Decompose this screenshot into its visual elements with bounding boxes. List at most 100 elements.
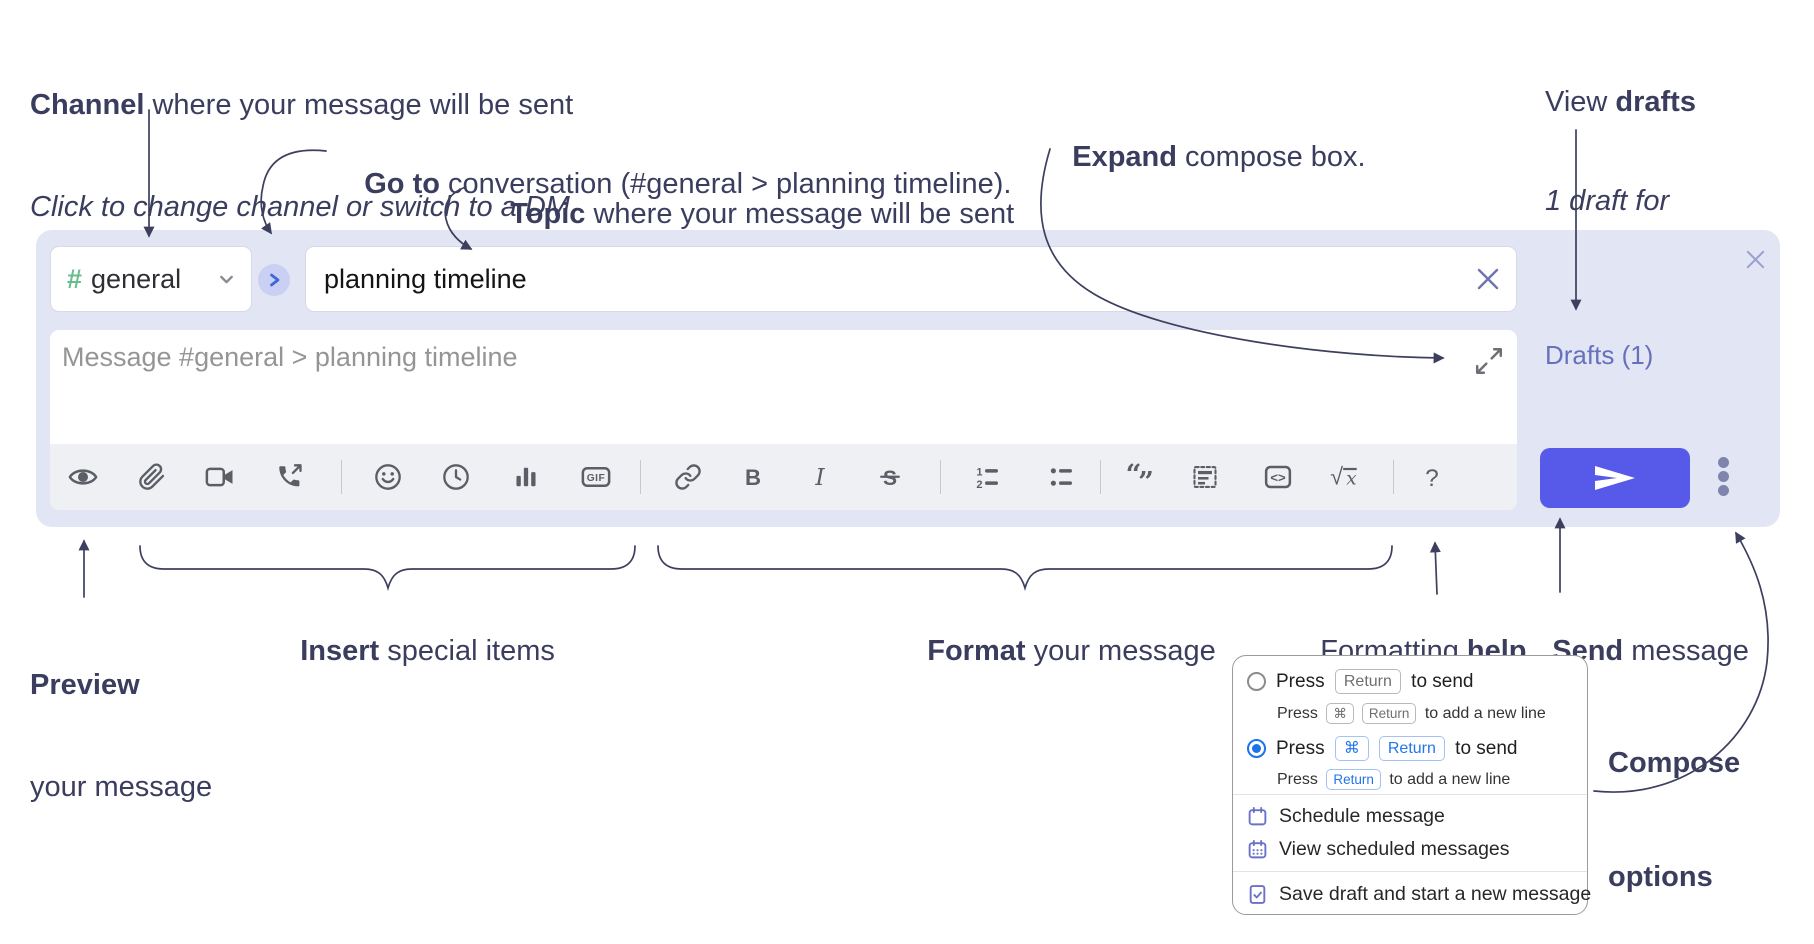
bulleted-list-button[interactable]	[1038, 453, 1086, 501]
send-option-cmd-return-sub: Press Return to add a new line	[1277, 769, 1510, 790]
annotation-format: Format your message	[927, 635, 1216, 667]
math-icon: √ x	[1330, 463, 1357, 489]
audio-call-icon	[279, 464, 302, 487]
annotation-goto: Go to conversation (#general > planning …	[364, 168, 1012, 200]
channel-hash-icon: #	[67, 263, 83, 294]
brace-insert	[139, 545, 636, 592]
send-option-cmd-return[interactable]: Press ⌘Return to send	[1247, 736, 1518, 761]
go-to-conversation-button[interactable]	[258, 264, 290, 296]
poll-icon	[516, 467, 536, 487]
preview-button[interactable]	[59, 453, 107, 501]
numbered-list-button[interactable]: 1 2	[964, 453, 1012, 501]
emoji-button[interactable]	[364, 453, 412, 501]
svg-text:”: ”	[1138, 466, 1154, 492]
compose-options-button[interactable]	[1718, 457, 1729, 496]
connector-help	[1429, 541, 1441, 595]
spoiler-icon	[1193, 466, 1217, 488]
strikethrough-button[interactable]: S	[866, 453, 914, 501]
send-button[interactable]	[1540, 448, 1690, 508]
svg-text:1: 1	[976, 466, 982, 478]
send-option-return-sub: Press ⌘Return to add a new line	[1277, 703, 1546, 724]
toolbar-divider	[341, 460, 342, 494]
help-icon: ?	[1425, 465, 1439, 491]
menu-item-schedule-message[interactable]: Schedule message	[1247, 805, 1445, 828]
menu-divider	[1233, 794, 1587, 795]
bulleted-list-icon	[1050, 468, 1072, 486]
radio-unselected[interactable]	[1247, 672, 1266, 691]
preview-eye-icon	[68, 469, 98, 485]
poll-button[interactable]	[502, 453, 550, 501]
svg-text:x: x	[1346, 468, 1357, 489]
link-icon	[675, 464, 701, 490]
code-icon: <>	[1264, 465, 1292, 489]
close-icon	[1477, 268, 1499, 290]
attach-file-button[interactable]	[128, 453, 176, 501]
message-textarea[interactable]	[50, 330, 1517, 442]
close-compose-button[interactable]	[1737, 241, 1773, 277]
formatting-help-button[interactable]: ?	[1408, 453, 1456, 501]
radio-selected[interactable]	[1247, 739, 1266, 758]
gif-button[interactable]: GIF	[572, 453, 620, 501]
menu-item-view-scheduled[interactable]: View scheduled messages	[1247, 838, 1510, 861]
dot	[1718, 485, 1729, 496]
annotation-expand: Expand compose box.	[1072, 141, 1366, 173]
bold-button[interactable]: B	[729, 453, 777, 501]
calendar-icon	[1248, 806, 1267, 826]
svg-text:√: √	[1330, 463, 1343, 489]
expand-compose-button[interactable]	[1474, 346, 1504, 376]
menu-item-save-draft[interactable]: Save draft and start a new message	[1247, 883, 1591, 906]
annotation-topic: Topic where your message will be sent	[510, 198, 1015, 230]
attach-paperclip-icon	[139, 463, 165, 490]
quote-icon: “ ”	[1126, 462, 1154, 492]
close-icon	[1746, 250, 1764, 268]
dot	[1718, 471, 1729, 482]
chevron-down-icon	[220, 275, 233, 283]
math-button[interactable]: √ x	[1321, 453, 1369, 501]
compose-box: # general	[36, 230, 1780, 527]
dot	[1718, 457, 1729, 468]
svg-text:B: B	[745, 465, 761, 490]
expand-diagonal-icon	[1475, 347, 1503, 375]
svg-text:S: S	[883, 467, 897, 490]
toolbar-divider	[940, 460, 941, 494]
schedule-time-button[interactable]	[432, 453, 480, 501]
message-area: GIF B I	[50, 330, 1517, 510]
italic-icon: I	[814, 463, 825, 491]
channel-name: general	[91, 263, 182, 294]
drafts-link[interactable]: Drafts (1)	[1545, 340, 1654, 370]
annotation-preview: Preview your message	[30, 669, 213, 803]
save-draft-icon	[1249, 885, 1266, 904]
svg-text:<>: <>	[1270, 470, 1286, 485]
svg-text:2: 2	[976, 479, 982, 491]
svg-text:I: I	[814, 463, 825, 491]
clear-topic-button[interactable]	[1468, 259, 1508, 299]
toolbar-divider	[1100, 460, 1101, 494]
audio-call-button[interactable]	[266, 453, 314, 501]
link-button[interactable]	[664, 453, 712, 501]
video-call-button[interactable]	[196, 453, 244, 501]
annotation-compose-options: Compose options menu	[1608, 747, 1741, 893]
spoiler-button[interactable]	[1181, 453, 1229, 501]
toolbar-divider	[640, 460, 641, 494]
svg-text:“: “	[1126, 462, 1142, 490]
menu-divider	[1233, 871, 1587, 872]
brace-format	[657, 545, 1393, 592]
channel-selector[interactable]: # general	[50, 246, 252, 312]
code-button[interactable]: <>	[1254, 453, 1302, 501]
calendar-grid-icon	[1248, 839, 1267, 859]
svg-text:?: ?	[1425, 465, 1439, 491]
annotation-insert: Insert special items	[300, 635, 555, 667]
compose-toolbar: GIF B I	[50, 444, 1517, 510]
emoji-icon	[375, 464, 401, 490]
quote-button[interactable]: “ ”	[1116, 453, 1164, 501]
send-option-return[interactable]: Press Return to send	[1247, 669, 1474, 694]
strikethrough-icon: S	[880, 467, 900, 490]
toolbar-divider	[1393, 460, 1394, 494]
numbered-list-icon: 1 2	[976, 466, 998, 491]
bold-icon: B	[745, 465, 761, 490]
topic-input[interactable]	[306, 263, 1468, 295]
svg-text:GIF: GIF	[587, 473, 606, 484]
video-call-icon	[205, 467, 233, 487]
send-icon	[1595, 466, 1635, 490]
italic-button[interactable]: I	[796, 453, 844, 501]
